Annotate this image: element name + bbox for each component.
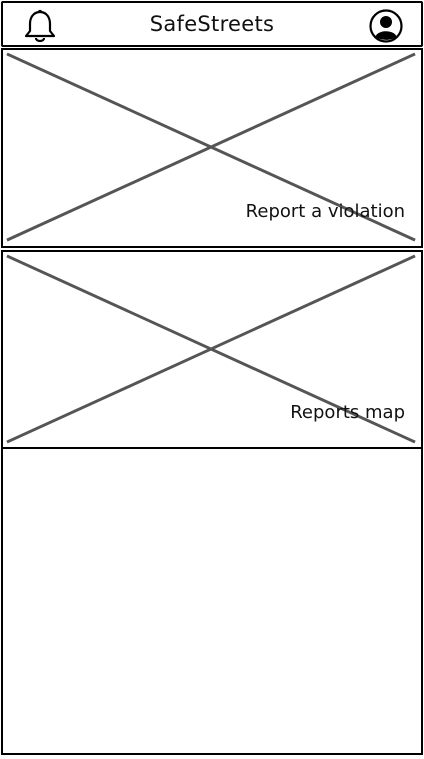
reports-map-card[interactable]: Reports map [1, 250, 423, 449]
image-placeholder-icon [6, 254, 416, 444]
bell-icon[interactable] [23, 9, 57, 45]
reports-map-label: Reports map [290, 402, 405, 423]
app-header: SafeStreets [1, 1, 423, 47]
report-violation-card[interactable]: Report a violation [1, 48, 423, 248]
image-placeholder-icon [6, 52, 416, 242]
app-title: SafeStreets [149, 12, 275, 36]
user-avatar-icon[interactable] [369, 9, 403, 43]
report-violation-label: Report a violation [245, 201, 405, 222]
content-area [1, 449, 423, 755]
